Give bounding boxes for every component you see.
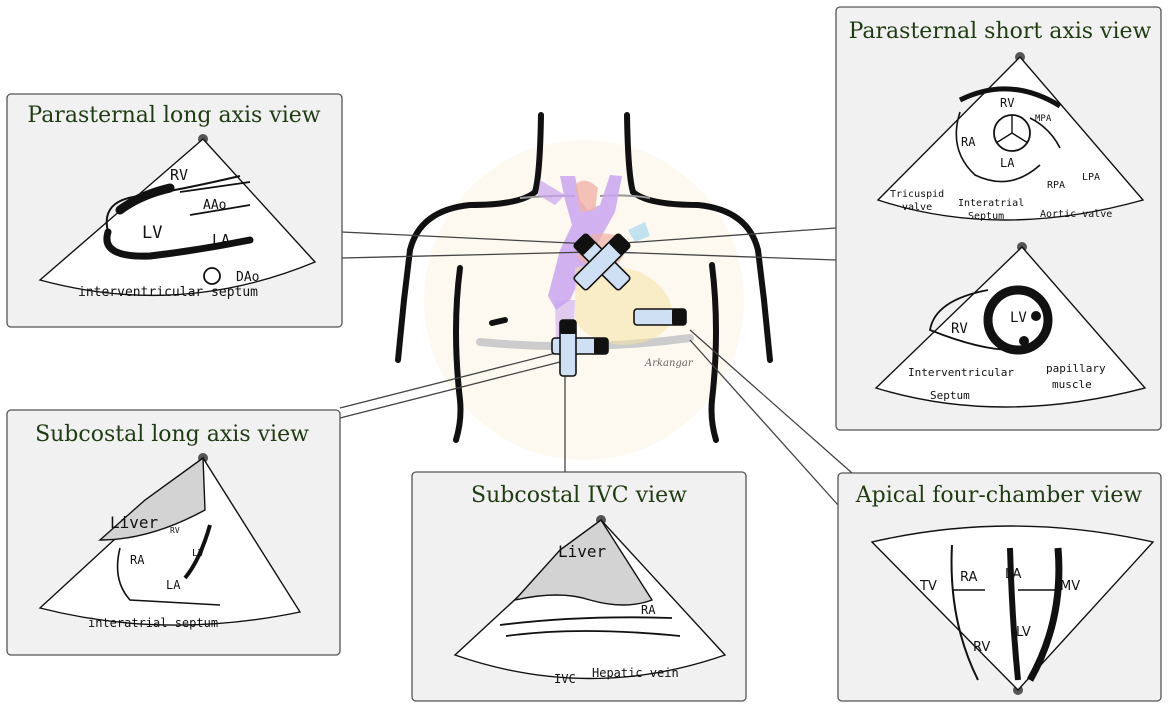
right-torso-edge xyxy=(764,300,770,360)
label-rv: RV xyxy=(1000,96,1014,110)
label-ivs: interventricular septum xyxy=(78,285,258,300)
label-rv: RV xyxy=(170,166,188,184)
left-torso-edge xyxy=(398,300,404,360)
label-ra: RA xyxy=(961,135,976,149)
label-valve: valve xyxy=(902,202,932,213)
panel-title: Parasternal long axis view xyxy=(27,103,320,128)
label-dao: DAo xyxy=(236,270,259,285)
panel-subcostal-long-axis: Subcostal long axis view Liver RV RA LV … xyxy=(7,410,340,655)
panel-title: Apical four-chamber view xyxy=(855,483,1143,508)
label-aortic-valve: Aortic valve xyxy=(1040,209,1112,220)
label-interatrial: Interatrial xyxy=(958,198,1024,209)
label-rpa: RPA xyxy=(1047,180,1065,191)
label-ra: RA xyxy=(960,570,978,585)
left-nipple xyxy=(492,320,505,323)
label-la: LA xyxy=(1000,156,1015,170)
probe-apical xyxy=(634,309,686,325)
label-interventricular: Interventricular xyxy=(908,366,1014,379)
panel-subcostal-ivc: Subcostal IVC view Liver RA IVC Hepatic … xyxy=(412,472,746,701)
panel-title: Subcostal long axis view xyxy=(35,422,309,447)
label-rv: RV xyxy=(973,640,990,655)
label-lv: LV xyxy=(1016,625,1031,640)
label-aao: AAo xyxy=(203,198,226,213)
artist-signature: Arkangar xyxy=(644,358,694,369)
label-liver: Liver xyxy=(110,513,159,532)
label-ra: RA xyxy=(641,603,656,617)
label-hepatic-vein: Hepatic vein xyxy=(592,666,679,680)
label-tricuspid: Tricuspid xyxy=(890,189,944,200)
label-septum: Septum xyxy=(930,389,970,402)
label-la: LA xyxy=(212,231,230,249)
papillary-2 xyxy=(1019,336,1029,346)
label-la: LA xyxy=(166,578,181,592)
label-lv: LV xyxy=(192,548,204,559)
panel-parasternal-long-axis: Parasternal long axis view RV AAo LV LA … xyxy=(7,94,342,327)
probe-subcostal-ivc xyxy=(560,320,576,376)
panel-title: Subcostal IVC view xyxy=(471,483,687,508)
label-rv: RV xyxy=(951,321,968,337)
label-tv: TV xyxy=(919,579,937,594)
label-mv: MV xyxy=(1060,579,1080,594)
label-lv: LV xyxy=(142,223,162,243)
label-la: LA xyxy=(1005,567,1022,582)
panel-title: Parasternal short axis view xyxy=(849,19,1152,44)
label-lpa: LPA xyxy=(1082,172,1100,183)
label-lv: LV xyxy=(1010,310,1027,326)
panel-apical-four-chamber: Apical four-chamber view TV RA LA MV RV … xyxy=(838,473,1161,701)
label-mpa: MPA xyxy=(1035,114,1052,124)
label-septum: Septum xyxy=(968,211,1004,222)
label-rv: RV xyxy=(170,526,180,535)
label-ra: RA xyxy=(130,553,145,567)
label-interatrial-septum: interatrial septum xyxy=(88,616,218,630)
label-ivc: IVC xyxy=(554,672,576,686)
papillary-1 xyxy=(1031,311,1041,321)
label-liver: Liver xyxy=(558,542,607,561)
label-muscle: muscle xyxy=(1052,378,1092,391)
panel-parasternal-short-axis: Parasternal short axis view RV RA LA MPA… xyxy=(836,7,1161,430)
label-papillary: papillary xyxy=(1046,362,1106,375)
dao-circle xyxy=(204,268,220,284)
